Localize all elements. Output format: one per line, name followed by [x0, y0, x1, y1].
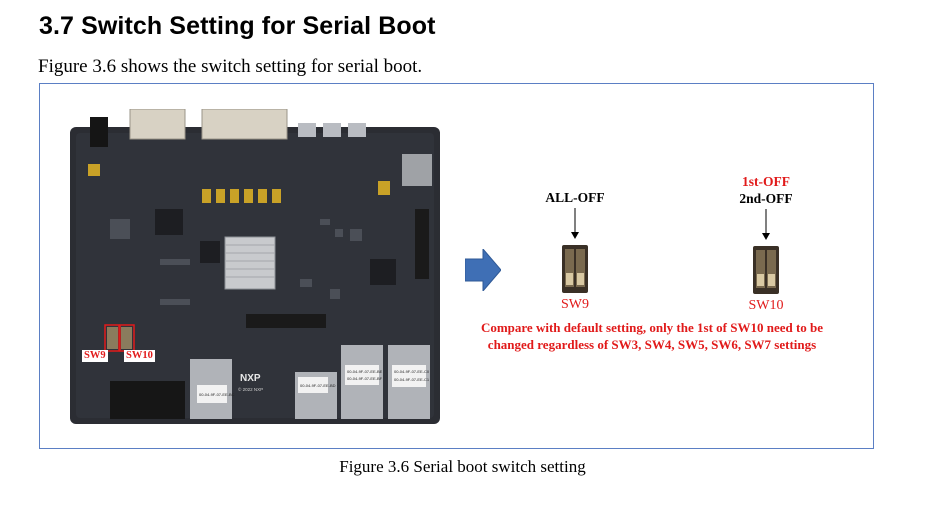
- section-heading: 3.7 Switch Setting for Serial Boot: [39, 12, 436, 40]
- power-jack: [90, 117, 108, 147]
- sw10-setting-2-label: 2nd-OFF: [739, 191, 793, 206]
- nxp-logo: NXP: [240, 373, 261, 384]
- board-photo: 00-04-9F-07-EE-BC 00-04-9F-07-EE-BD 00-0…: [70, 109, 440, 424]
- top-connector-mid: [201, 109, 288, 140]
- mac-sticker-3a-text: 00-04-9F-07-EE-BE: [347, 369, 383, 374]
- sw9-diagram: ALL-OFF SW9: [535, 190, 615, 313]
- sw9-switch: [107, 327, 118, 349]
- figure-caption: Figure 3.6 Serial boot switch setting: [339, 457, 586, 476]
- sw10-pointer-arrow-icon: [762, 209, 770, 240]
- usb-port-3: [348, 123, 366, 137]
- mac-sticker-3b-text: 00-04-9F-07-EE-BF: [347, 376, 383, 381]
- mac-sticker-2: [298, 377, 328, 393]
- sw9-caption: SW9: [561, 297, 589, 312]
- mac-sticker-4: [392, 365, 426, 387]
- small-components: [110, 219, 362, 305]
- intro-paragraph: Figure 3.6 shows the switch setting for …: [38, 56, 423, 77]
- figure-frame: 00-04-9F-07-EE-BC 00-04-9F-07-EE-BD 00-0…: [39, 83, 874, 449]
- setting-note: Compare with default setting, only the 1…: [480, 320, 824, 352]
- sw9-setting-label: ALL-OFF: [545, 190, 605, 205]
- sw10-switch: [121, 327, 132, 349]
- right-arrow-icon: [465, 249, 501, 291]
- chip-1: [155, 209, 183, 235]
- top-connector-left: [129, 109, 186, 140]
- sw10-setting-1-label: 1st-OFF: [742, 174, 790, 189]
- sw9-dip-switch: [562, 245, 588, 293]
- sw10-board-tag: SW10: [124, 350, 155, 362]
- heatsink: [224, 236, 276, 290]
- usb-port-2: [323, 123, 341, 137]
- mac-sticker-1: [197, 385, 227, 403]
- ribbon-connector: [415, 209, 429, 279]
- sw9-pointer-arrow-icon: [571, 208, 579, 239]
- mac-sticker-3: [345, 365, 379, 385]
- sw10-caption: SW10: [748, 298, 784, 313]
- sw10-dip-switch: [753, 246, 779, 294]
- gold-capacitors: [88, 164, 390, 203]
- switch-highlight-sw9: [104, 324, 120, 352]
- sd-slot: [402, 154, 432, 186]
- sw10-diagram: 1st-OFF 2nd-OFF SW10: [721, 174, 811, 314]
- sw9-board-tag: SW9: [82, 350, 108, 362]
- copyright-text: © 2022 NXP: [238, 386, 263, 392]
- mac-sticker-4a-text: 00-04-9F-07-EE-C0: [394, 369, 430, 374]
- chip-2: [370, 259, 396, 285]
- usb-port-1: [298, 123, 316, 137]
- bottom-connector: [110, 381, 185, 419]
- mac-sticker-1-text: 00-04-9F-07-EE-BC: [199, 392, 235, 397]
- mac-sticker-2-text: 00-04-9F-07-EE-BD: [300, 383, 336, 388]
- m2-slot: [246, 314, 326, 328]
- mac-sticker-4b-text: 00-04-9F-07-EE-C1: [394, 377, 430, 382]
- chip-3: [200, 241, 220, 263]
